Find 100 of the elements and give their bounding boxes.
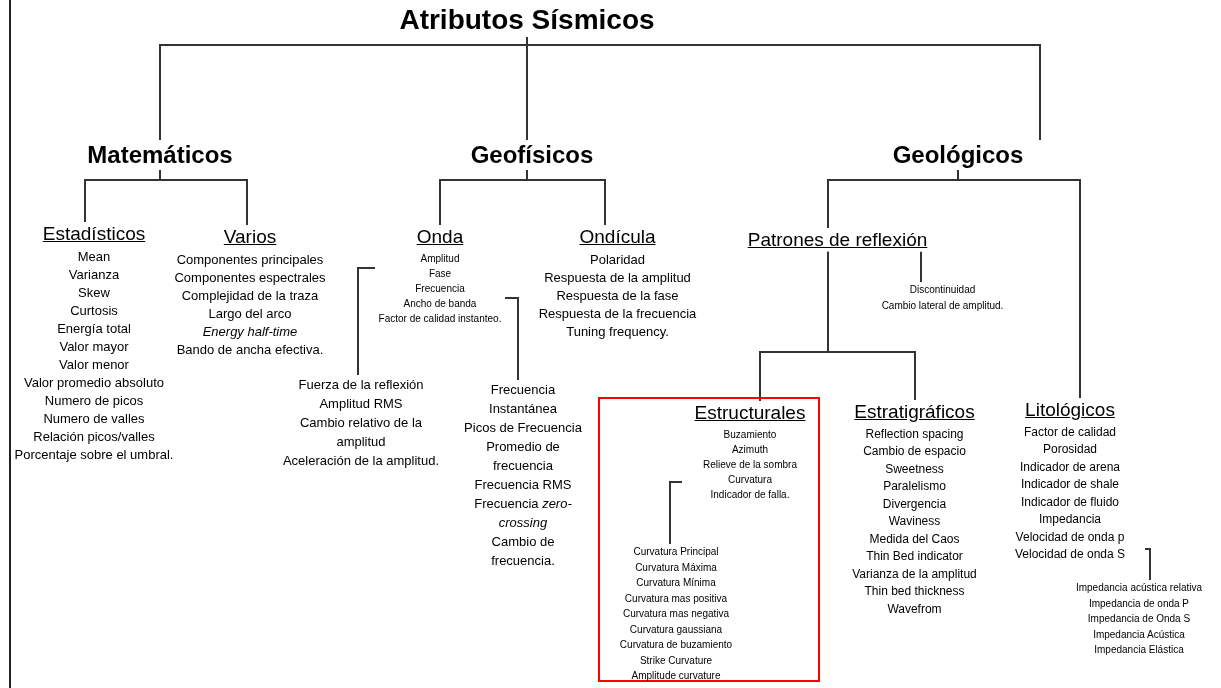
attribute-item: Valor menor <box>59 355 129 374</box>
attribute-item: Tuning frequency. <box>566 322 669 341</box>
attribute-item: Cambio de espacio <box>863 443 966 461</box>
category-heading: Estadísticos <box>42 222 146 246</box>
attribute-item: Respuesta de la amplitud <box>544 268 691 287</box>
attribute-item: Varianza de la amplitud <box>852 565 977 583</box>
attribute-item: Thin bed thickness <box>864 583 965 601</box>
attribute-item: Indicador de fluido <box>1020 493 1120 511</box>
category-heading: Geofísicos <box>432 140 632 170</box>
category-heading: Estructurales <box>694 401 806 425</box>
attribute-item: Energy half-time <box>202 322 298 341</box>
attribute-item: Impedancia Elástica <box>1094 643 1184 657</box>
highlight-frame <box>598 397 820 682</box>
attribute-item: Frecuencia RMS <box>474 476 572 494</box>
attribute-item: Velocidad de onda S <box>1014 546 1126 564</box>
attribute-item: Velocidad de onda p <box>1015 528 1125 546</box>
attribute-item: Relación picos/valles <box>33 427 155 446</box>
attribute-item: Thin Bed indicator <box>866 548 963 566</box>
attribute-item: Curvatura <box>728 472 772 487</box>
attribute-item: Cambio de frecuencia. <box>490 533 556 570</box>
attribute-item: Fase <box>428 266 452 281</box>
attribute-item: Impedancia acústica relativa <box>1075 581 1203 595</box>
category-heading: Estratigráficos <box>854 400 975 424</box>
attribute-item: Curvatura Principal <box>633 545 719 559</box>
attribute-item: Curvatura Máxima <box>635 560 717 575</box>
connector-line <box>669 481 683 545</box>
attribute-item: Buzamiento <box>723 427 777 442</box>
attribute-item: Componentes principales <box>176 250 324 269</box>
attribute-item: Divergencia <box>882 495 947 513</box>
attribute-item: Indicador de arena <box>1019 458 1121 476</box>
attribute-item: Porcentaje sobre el umbral. <box>14 445 174 464</box>
attribute-item: Amplitud <box>420 251 460 266</box>
attribute-item: Medida del Caos <box>869 530 960 548</box>
attribute-item: Impedancia Acústica <box>1093 627 1185 642</box>
attribute-item: Curtosis <box>70 301 118 320</box>
attribute-item: Paralelismo <box>883 478 946 496</box>
attribute-item: Strike Curvature <box>639 653 713 668</box>
attribute-item: Aceleración de la amplitud. <box>282 452 440 470</box>
attribute-item: Frecuencia zero-crossing <box>473 495 573 532</box>
category-heading: Litológicos <box>1025 398 1115 422</box>
attribute-item: Indicador de falla. <box>710 487 790 502</box>
attribute-item: Componentes espectrales <box>174 268 326 287</box>
attribute-item: Discontinuidad <box>909 283 976 297</box>
connector-line <box>827 250 916 401</box>
attribute-item: Respuesta de la frecuencia <box>538 304 697 323</box>
category-heading: Patrones de reflexión <box>735 228 940 252</box>
attribute-item: Curvatura Mínima <box>636 576 716 590</box>
connector-line <box>526 36 1041 141</box>
attribute-item: Skew <box>78 283 110 302</box>
attribute-item: Valor mayor <box>59 337 129 356</box>
category-heading: Matemáticos <box>60 140 260 170</box>
attribute-item: Fuerza de la reflexión <box>298 376 424 394</box>
attribute-item: Factor de calidad instanteo. <box>378 311 502 326</box>
attribute-item: Impedancia de onda P <box>1088 596 1190 611</box>
connector-line <box>504 297 519 381</box>
attribute-item: Reflection spacing <box>865 425 964 443</box>
connector-line <box>957 169 1081 399</box>
connector-line <box>920 250 922 283</box>
attribute-item: Indicador de shale <box>1020 476 1120 494</box>
attribute-item: Amplitud RMS <box>319 395 403 413</box>
attribute-item: Valor promedio absoluto <box>24 373 164 392</box>
attribute-item: Frecuencia <box>415 281 465 296</box>
attribute-item: Numero de valles <box>43 409 145 428</box>
attribute-item: Polaridad <box>590 250 645 269</box>
category-heading: Onda <box>416 225 464 249</box>
attribute-item: Curvatura gaussiana <box>629 622 723 637</box>
attribute-item: Wavefrom <box>887 600 942 618</box>
attribute-item: Varianza <box>68 265 120 284</box>
connector-line <box>159 169 248 226</box>
attribute-item: Complejidad de la traza <box>181 286 319 305</box>
attribute-item: Relieve de la sombra <box>703 457 797 472</box>
attribute-item: Largo del arco <box>208 304 292 323</box>
attribute-item: Numero de picos <box>44 391 144 410</box>
diagram-title: Atributos Sísmicos <box>327 2 727 37</box>
attribute-item: Picos de Frecuencia <box>464 419 582 437</box>
attribute-item: Bando de ancha efectiva. <box>176 340 324 359</box>
attribute-item: Energía total <box>57 319 131 338</box>
connector-line <box>357 267 376 376</box>
connector-line <box>1144 548 1151 581</box>
attribute-item: Amplitude curvature <box>631 669 721 683</box>
attribute-item: Frecuencia Instantánea <box>488 381 558 418</box>
attribute-item: Curvatura mas negativa <box>622 607 730 621</box>
attribute-item: Cambio relativo de la amplitud <box>298 414 424 451</box>
attribute-item: Azimuth <box>731 442 769 457</box>
connector-line <box>526 169 606 226</box>
category-heading: Varios <box>223 225 277 249</box>
category-heading: Geológicos <box>858 140 1058 170</box>
attribute-item: Curvatura de buzamiento <box>619 638 733 652</box>
attribute-item: Promedio de frecuencia <box>485 438 561 475</box>
attribute-item: Curvatura mas positiva <box>624 591 728 606</box>
attribute-item: Cambio lateral de amplitud. <box>881 298 1004 313</box>
attribute-item: Factor de calidad <box>1023 423 1117 441</box>
attribute-item: Impedancia <box>1038 511 1101 529</box>
category-heading: Ondícula <box>579 225 656 249</box>
attribute-item: Impedancia de Onda S <box>1087 612 1191 626</box>
attribute-item: Respuesta de la fase <box>556 286 679 305</box>
attribute-item: Ancho de banda <box>403 296 477 311</box>
attribute-item: Mean <box>77 247 111 266</box>
attribute-item: Waviness <box>888 513 941 531</box>
attribute-item: Porosidad <box>1042 441 1097 459</box>
